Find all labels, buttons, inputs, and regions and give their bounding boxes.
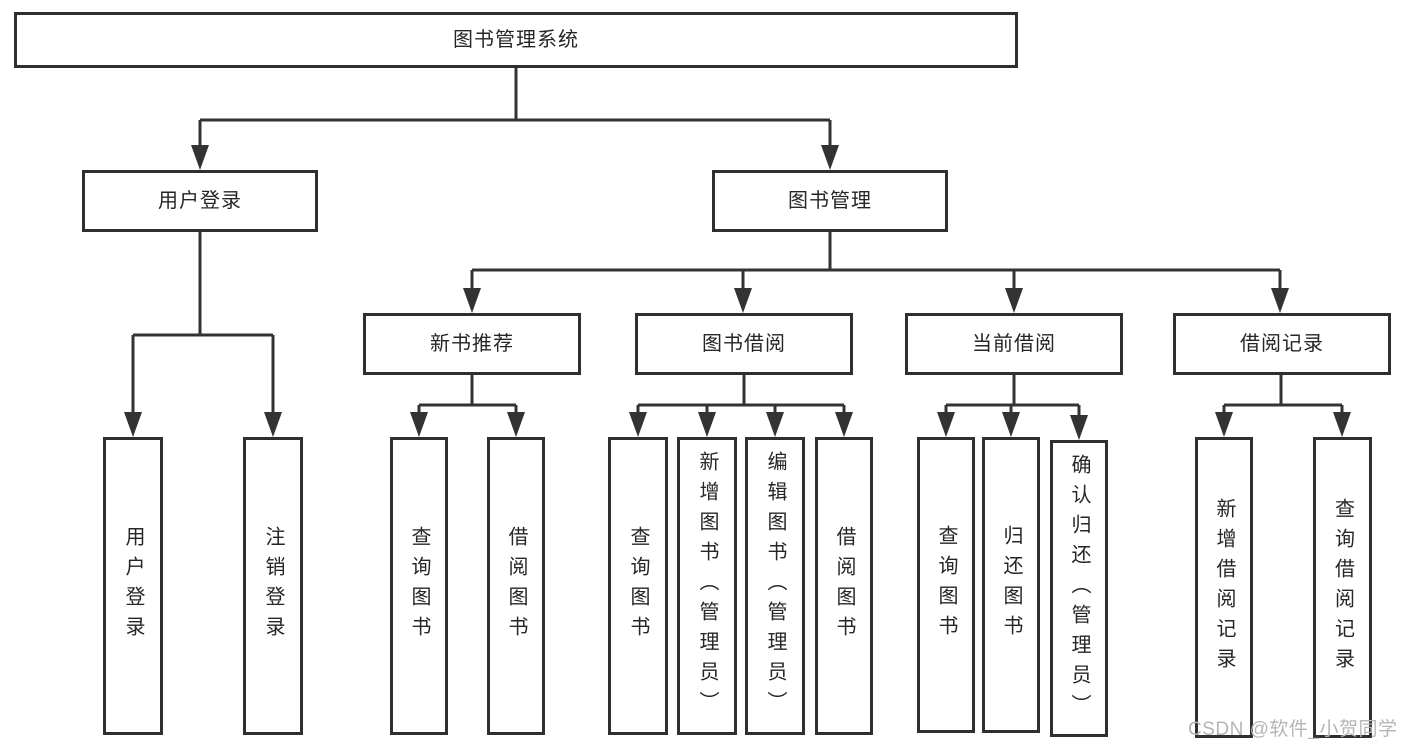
leaf-records-query-record-label: 查询借阅记录 bbox=[1331, 497, 1354, 678]
arrowhead bbox=[1271, 288, 1289, 313]
leaf-current-return-books-label: 归还图书 bbox=[1000, 525, 1022, 645]
leaf-borrowing-query-books-label: 查询图书 bbox=[627, 526, 649, 646]
arrowheads bbox=[124, 145, 1351, 440]
node-book-borrowing-label: 图书借阅 bbox=[702, 333, 786, 355]
node-new-book-recommend-label: 新书推荐 bbox=[430, 333, 514, 355]
node-user-login: 用户登录 bbox=[82, 170, 318, 232]
node-current-borrowing: 当前借阅 bbox=[905, 313, 1123, 375]
csdn-watermark: CSDN @软件_小贺同学 bbox=[1188, 719, 1398, 740]
node-user-login-label: 用户登录 bbox=[158, 190, 242, 212]
arrowhead bbox=[191, 145, 209, 170]
edge-root-to-level2 bbox=[198, 68, 832, 146]
node-new-book-recommend: 新书推荐 bbox=[363, 313, 581, 375]
arrowhead bbox=[1333, 412, 1351, 437]
leaf-current-query-books-label: 查询图书 bbox=[935, 525, 957, 645]
leaf-borrowing-edit-books: 编辑图书（管理员） bbox=[745, 437, 805, 735]
arrowhead bbox=[734, 288, 752, 313]
arrowhead bbox=[124, 412, 142, 437]
leaf-current-confirm-return-label: 确认归还（管理员） bbox=[1068, 453, 1090, 724]
edge-bookmgmt-to-level3 bbox=[470, 232, 1282, 290]
node-book-management-label: 图书管理 bbox=[788, 190, 872, 212]
leaf-records-add-record: 新增借阅记录 bbox=[1195, 437, 1253, 738]
leaf-recommend-query-books-label: 查询图书 bbox=[408, 526, 430, 646]
arrowhead bbox=[463, 288, 481, 313]
leaf-borrowing-borrow-books: 借阅图书 bbox=[815, 437, 873, 735]
leaf-user-login-label: 用户登录 bbox=[122, 526, 144, 646]
leaf-borrowing-add-books-label: 新增图书（管理员） bbox=[696, 451, 718, 721]
leaf-recommend-query-books: 查询图书 bbox=[390, 437, 448, 735]
node-root-label: 图书管理系统 bbox=[453, 29, 579, 51]
leaf-current-query-books: 查询图书 bbox=[917, 437, 975, 733]
node-root: 图书管理系统 bbox=[14, 12, 1018, 68]
leaf-borrowing-edit-books-label: 编辑图书（管理员） bbox=[764, 451, 786, 721]
arrowhead bbox=[835, 412, 853, 437]
arrowhead bbox=[821, 145, 839, 170]
arrowhead bbox=[410, 412, 428, 437]
arrowhead bbox=[1002, 412, 1020, 437]
arrowhead bbox=[766, 412, 784, 437]
leaf-current-confirm-return: 确认归还（管理员） bbox=[1050, 440, 1108, 737]
edge-borrowrecords-to-leaves bbox=[1222, 375, 1344, 414]
leaf-logout-label: 注销登录 bbox=[262, 526, 284, 646]
leaf-borrowing-add-books: 新增图书（管理员） bbox=[677, 437, 737, 735]
arrowhead bbox=[1005, 288, 1023, 313]
leaf-user-login: 用户登录 bbox=[103, 437, 163, 735]
arrowhead bbox=[1215, 412, 1233, 437]
leaf-borrowing-query-books: 查询图书 bbox=[608, 437, 668, 735]
arrowhead bbox=[264, 412, 282, 437]
edge-bookborrow-to-leaves bbox=[636, 375, 846, 414]
edge-userlogin-to-leaves bbox=[131, 232, 275, 414]
node-book-borrowing: 图书借阅 bbox=[635, 313, 853, 375]
arrowhead bbox=[937, 412, 955, 437]
arrowhead bbox=[507, 412, 525, 437]
leaf-current-return-books: 归还图书 bbox=[982, 437, 1040, 733]
edge-newbookrec-to-leaves bbox=[417, 375, 518, 414]
node-book-management: 图书管理 bbox=[712, 170, 948, 232]
node-borrow-records: 借阅记录 bbox=[1173, 313, 1391, 375]
arrowhead bbox=[1070, 415, 1088, 440]
node-current-borrowing-label: 当前借阅 bbox=[972, 333, 1056, 355]
leaf-borrowing-borrow-books-label: 借阅图书 bbox=[833, 526, 855, 646]
leaf-recommend-borrow-books: 借阅图书 bbox=[487, 437, 545, 735]
leaf-records-add-record-label: 新增借阅记录 bbox=[1213, 497, 1235, 678]
leaf-recommend-borrow-books-label: 借阅图书 bbox=[505, 526, 527, 646]
arrowhead bbox=[698, 412, 716, 437]
arrowhead bbox=[629, 412, 647, 437]
node-borrow-records-label: 借阅记录 bbox=[1240, 333, 1324, 355]
edge-currentborrow-to-leaves bbox=[944, 375, 1081, 417]
leaf-logout: 注销登录 bbox=[243, 437, 303, 735]
leaf-records-query-record: 查询借阅记录 bbox=[1313, 437, 1372, 738]
